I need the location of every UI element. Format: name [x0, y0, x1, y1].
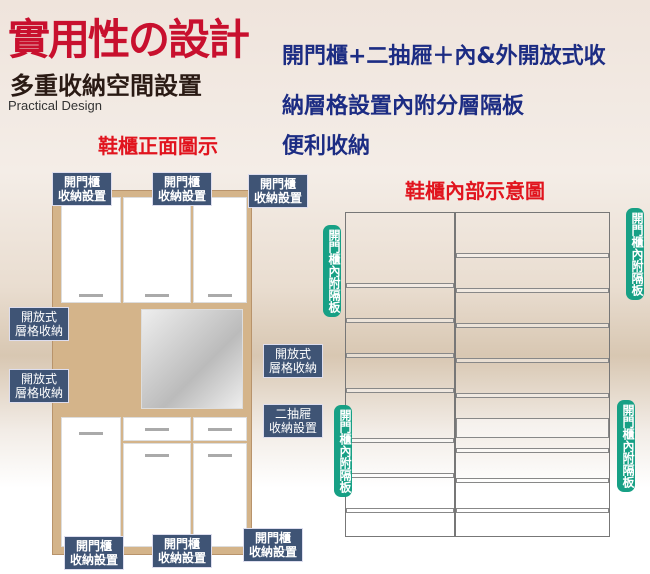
- english-subtitle: Practical Design: [8, 98, 102, 113]
- feature-line-1: 開門櫃+二抽屜＋內&外開放式收: [282, 44, 606, 69]
- front-view-heading: 鞋櫃正面圖示: [98, 134, 218, 158]
- tag-open-shelf: 開放式層格收納: [263, 344, 324, 378]
- main-title: 實用性の設計: [8, 15, 250, 64]
- feature-line-3: 便利收納: [282, 134, 371, 159]
- cabinet-front-illustration: [52, 190, 252, 555]
- tag-open-shelf: 開放式層格收納: [9, 307, 70, 341]
- tag-open-shelf: 開放式層格收納: [9, 369, 70, 403]
- tag-door-storage: 開門櫃收納設置: [243, 528, 304, 562]
- tag-door-storage: 開門櫃收納設置: [152, 534, 213, 568]
- tag-door-storage: 開門櫃收納設置: [152, 172, 213, 206]
- tag-inner-shelf: 開門櫃內附隔板: [323, 225, 341, 317]
- subtitle: 多重收納空間設置: [10, 72, 202, 100]
- feature-line-2: 納層格設置內附分層隔板: [282, 94, 525, 119]
- tag-inner-shelf: 開門櫃內附隔板: [334, 405, 352, 497]
- tag-door-storage: 開門櫃收納設置: [64, 536, 125, 570]
- interior-left-cabinet: [345, 212, 455, 537]
- tag-door-storage: 開門櫃收納設置: [248, 174, 309, 208]
- tag-inner-shelf: 開門櫃內附隔板: [626, 208, 644, 300]
- tag-door-storage: 開門櫃收納設置: [52, 172, 113, 206]
- tag-inner-shelf: 開門櫃內附隔板: [617, 400, 635, 492]
- tag-drawer-storage: 二抽屜收納設置: [263, 404, 324, 438]
- interior-right-cabinet: [455, 212, 610, 537]
- inside-view-heading: 鞋櫃內部示意圖: [405, 179, 545, 203]
